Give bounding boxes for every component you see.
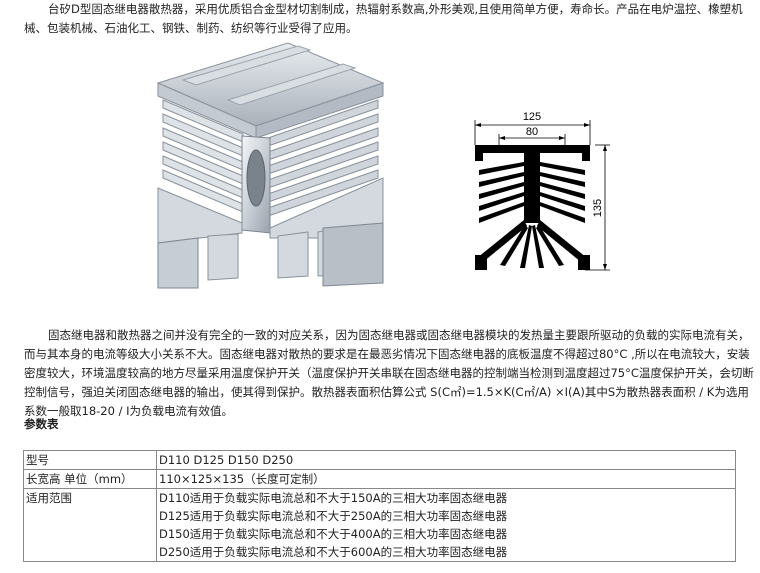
row-value-dimensions: 110×125×135（长度可定制） [156,469,736,489]
row-label-dimensions: 长宽高 单位（mm） [23,469,157,489]
range-line: D125适用于负载实际电流总和不大于250A的三相大功率固态继电器 [159,509,508,523]
heatsink-photo [156,42,385,289]
dim-80-label: 80 [526,126,538,138]
parameter-table: 型号 D110 D125 D150 D250 长宽高 单位（mm） 110×12… [23,450,736,562]
param-table-heading: 参数表 [24,417,59,431]
row-label-range: 适用范围 [23,488,157,562]
row-label-model: 型号 [23,450,157,470]
dim-125-label: 125 [523,111,541,123]
table-row: 适用范围 D110适用于负载实际电流总和不大于150A的三相大功率固态继电器 D… [23,488,736,562]
range-line: D250适用于负载实际电流总和不大于600A的三相大功率固态继电器 [159,545,508,559]
dim-135-label: 135 [592,199,604,217]
row-value-model: D110 D125 D150 D250 [156,450,736,470]
range-line: D110适用于负载实际电流总和不大于150A的三相大功率固态继电器 [159,491,508,505]
row-value-range: D110适用于负载实际电流总和不大于150A的三相大功率固态继电器 D125适用… [156,488,736,562]
intro-paragraph: 台矽D型固态继电器散热器，采用优质铝合金型材切割制成，热辐射系数高,外形美观,且… [24,2,743,35]
table-row: 长宽高 单位（mm） 110×125×135（长度可定制） [23,469,736,489]
description-paragraph: 固态继电器和散热器之间并没有完全的一致的对应关系，因为固态继电器或固态继电器模块… [24,328,754,418]
table-row: 型号 D110 D125 D150 D250 [23,450,736,470]
dimension-drawing: 125 80 135 [474,111,610,271]
range-line: D150适用于负载实际电流总和不大于400A的三相大功率固态继电器 [159,527,508,541]
